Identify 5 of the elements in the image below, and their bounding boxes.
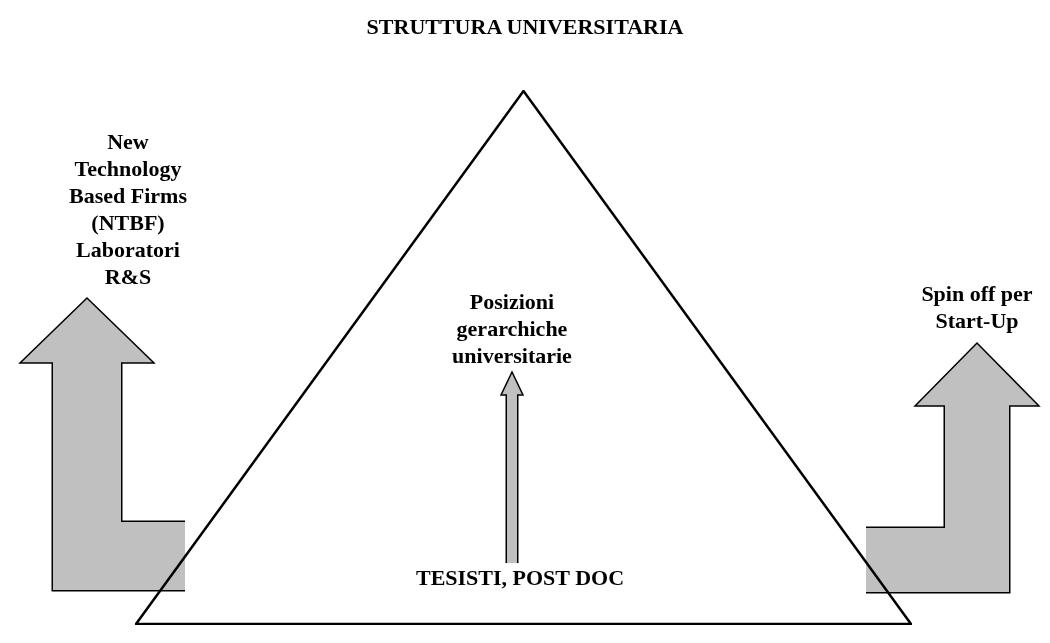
node-label: Posizioni gerarchiche universitarie xyxy=(427,288,597,371)
node-label: Spin off per Start-Up xyxy=(907,280,1047,346)
node-label: New Technology Based Firms (NTBF) Laboratori R&S xyxy=(60,128,196,294)
title: STRUTTURA UNIVERSITARIA xyxy=(365,14,685,40)
node-label: TESISTI, POST DOC xyxy=(360,560,680,598)
